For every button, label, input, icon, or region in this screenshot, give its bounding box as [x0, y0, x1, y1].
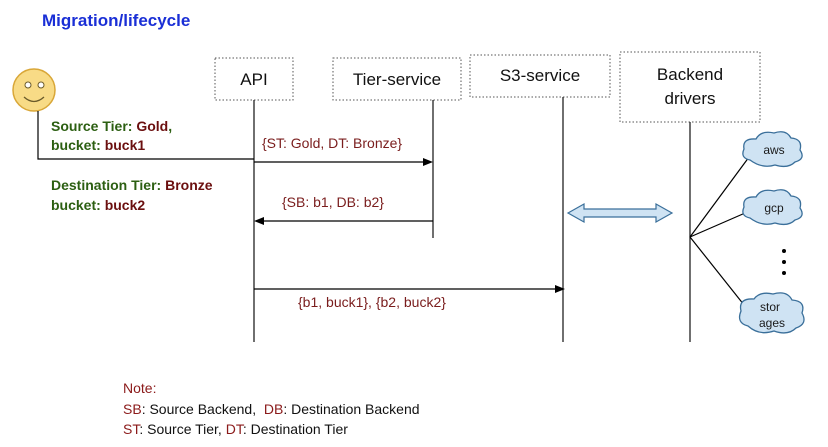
- message-label-bucket-pairs: {b1, buck1}, {b2, buck2}: [298, 294, 446, 310]
- ellipsis-vertical-icon: [782, 249, 786, 275]
- bidirectional-arrow-icon: [566, 202, 674, 224]
- participant-api-label: API: [240, 70, 267, 89]
- arrowhead-left-icon: [254, 217, 264, 225]
- cloud-gcp-label: gcp: [764, 201, 784, 215]
- message-label-backend-response: {SB: b1, DB: b2}: [282, 194, 384, 210]
- participant-backend-drivers: Backend drivers: [619, 51, 761, 123]
- source-tier-text: Source Tier: Gold,: [51, 118, 172, 134]
- connector-gcp: [689, 209, 753, 238]
- user-actor-icon: [12, 68, 56, 112]
- destination-tier-text: Destination Tier: Bronze: [51, 177, 213, 193]
- participant-tier-service-label: Tier-service: [353, 70, 441, 89]
- participant-tier-service: Tier-service: [332, 57, 462, 101]
- connector-aws: [689, 152, 753, 238]
- participant-backend-label-line2: drivers: [664, 89, 715, 108]
- page-title: Migration/lifecycle: [42, 11, 190, 30]
- participant-backend-label-line1: Backend: [657, 65, 723, 84]
- cloud-storages-icon: stor ages: [738, 292, 805, 334]
- participant-api: API: [214, 57, 294, 101]
- cloud-storages-label-line2: ages: [759, 316, 785, 330]
- source-bucket-text: bucket: buck1: [51, 137, 145, 153]
- participant-s3-service-label: S3-service: [500, 66, 580, 85]
- destination-bucket-text: bucket: buck2: [51, 197, 145, 213]
- arrowhead-right-icon: [555, 285, 565, 293]
- note-heading: Note:: [123, 380, 156, 396]
- participant-s3-service: S3-service: [469, 54, 611, 98]
- note-line-tier: ST: Source Tier, DT: Destination Tier: [123, 421, 348, 437]
- cloud-aws-label: aws: [763, 143, 784, 157]
- note-line-backend: SB: Source Backend, DB: Destination Back…: [123, 401, 420, 417]
- actor-connector-line: [37, 111, 254, 160]
- cloud-aws-icon: aws: [742, 131, 803, 168]
- message-label-tier-request: {ST: Gold, DT: Bronze}: [262, 135, 402, 151]
- cloud-gcp-icon: gcp: [742, 189, 803, 226]
- cloud-storages-label-line1: stor: [760, 300, 780, 314]
- arrowhead-right-icon: [423, 158, 433, 166]
